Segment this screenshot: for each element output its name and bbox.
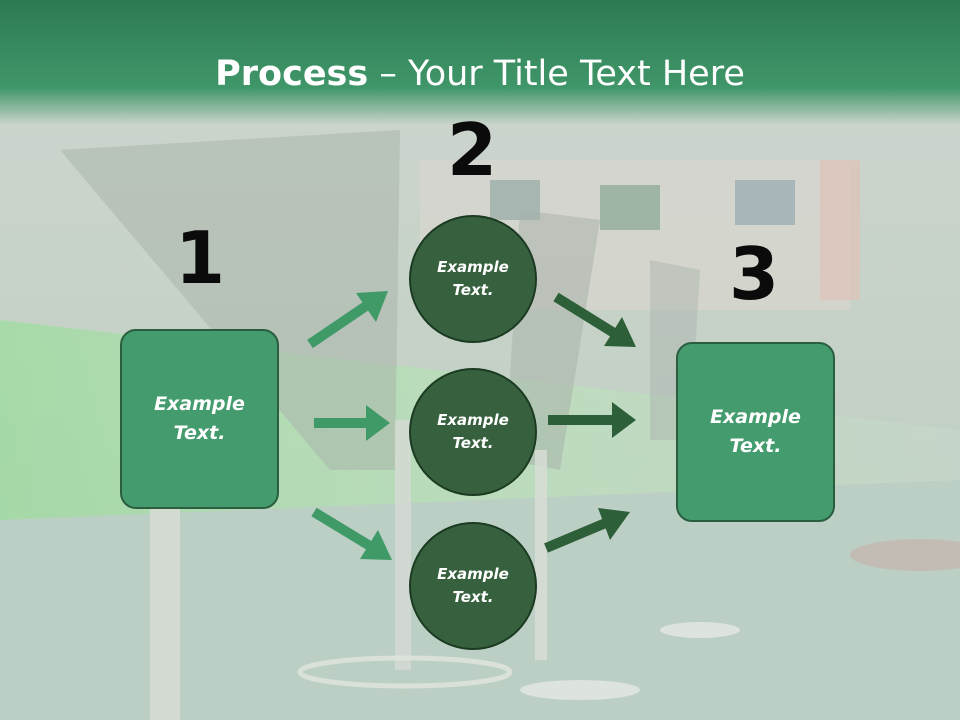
step-number-2: 2 [446, 108, 498, 192]
step-3-label: Example Text. [710, 406, 801, 457]
step-1-label: Example Text. [154, 393, 245, 444]
circle-middle-label: Example Text. [437, 411, 509, 452]
circle-top-label: Example Text. [437, 258, 509, 299]
title-bar [0, 0, 960, 125]
slide-title: Process – Your Title Text Here [0, 52, 960, 96]
arrow-down-right [544, 508, 630, 553]
arrow-mid-left [314, 405, 390, 441]
circle-bottom-label: Example Text. [437, 565, 509, 606]
arrow-up-left [307, 291, 388, 349]
step-1-box[interactable]: Example Text. [120, 329, 279, 509]
step-2-circle-top[interactable]: Example Text. [409, 215, 537, 343]
step-2-circle-middle[interactable]: Example Text. [409, 368, 537, 496]
arrow-mid-right [548, 402, 636, 438]
step-2-circle-bottom[interactable]: Example Text. [409, 522, 537, 650]
step-number-3: 3 [728, 232, 780, 316]
arrow-up-right [553, 292, 636, 347]
title-bold: Process [215, 54, 369, 94]
step-3-box[interactable]: Example Text. [676, 342, 835, 522]
step-number-1: 1 [174, 216, 226, 300]
arrow-down-left [311, 507, 392, 560]
title-rest: – Your Title Text Here [368, 54, 745, 94]
